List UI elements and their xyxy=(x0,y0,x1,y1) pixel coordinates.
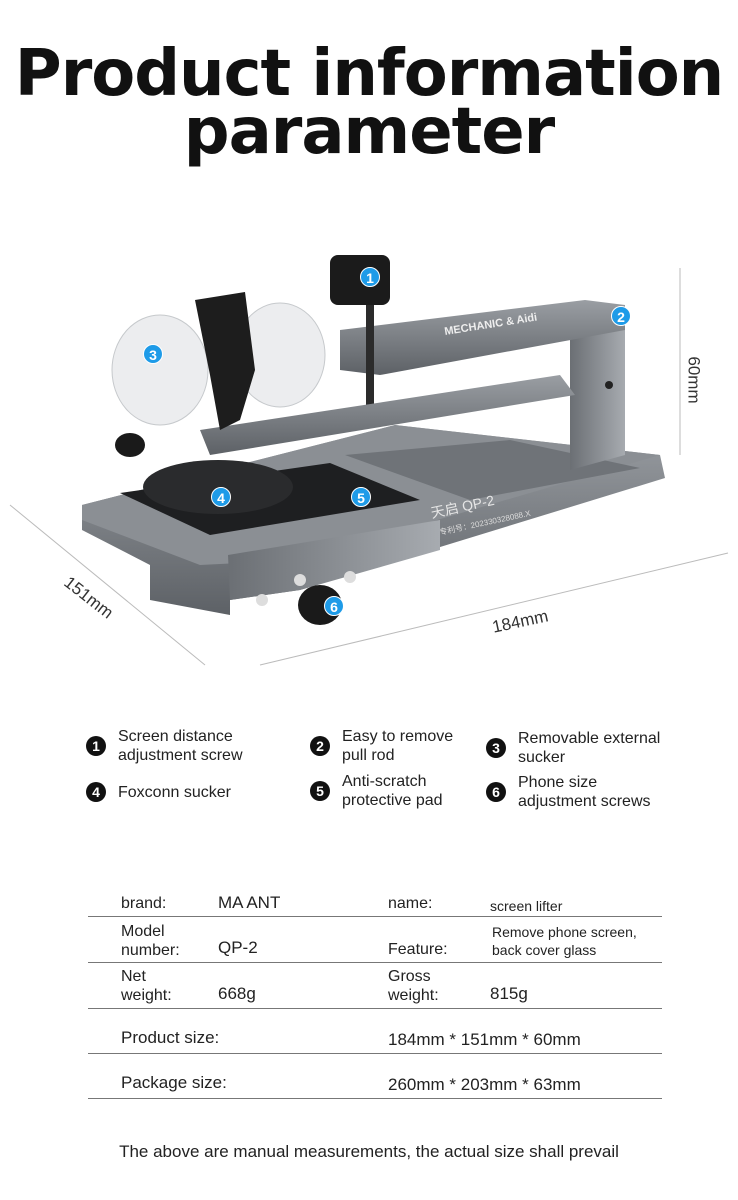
package-size-label: Package size: xyxy=(121,1073,227,1092)
callout-badge-4: 4 xyxy=(211,487,231,507)
callout-badge-1: 1 xyxy=(360,267,380,287)
legend-item-6: 6 Phone size adjustment screws xyxy=(486,773,651,811)
number-1-icon: 1 xyxy=(86,736,106,756)
pull-rod xyxy=(200,375,575,455)
column xyxy=(570,305,625,470)
legend-item-2: 2 Easy to remove pull rod xyxy=(310,727,453,765)
product-size-label: Product size: xyxy=(121,1028,220,1047)
feature-value: Remove phone screen, back cover glass xyxy=(492,924,637,958)
net-weight-value: 668g xyxy=(218,984,256,1003)
number-6-icon: 6 xyxy=(486,782,506,802)
divider xyxy=(88,1053,662,1054)
model-label: Model number: xyxy=(121,923,180,959)
legend-label: Anti-scratch protective pad xyxy=(342,773,443,809)
feature-label: Feature: xyxy=(388,941,448,958)
legend-item-3: 3 Removable external sucker xyxy=(486,729,660,767)
legend-label: Removable external sucker xyxy=(518,730,661,766)
legend-label: Foxconn sucker xyxy=(118,783,231,801)
legend-item-5: 5 Anti-scratch protective pad xyxy=(310,772,443,810)
brand-value: MA ANT xyxy=(218,893,281,912)
number-4-icon: 4 xyxy=(86,782,106,802)
top-arm xyxy=(340,300,625,375)
callout-badge-3: 3 xyxy=(143,344,163,364)
handle xyxy=(195,292,255,430)
brand-label: brand: xyxy=(121,895,167,912)
product-illustration: 天启 QP-2 专利号：202330328088.X MECHANIC & Ai… xyxy=(9,255,729,666)
package-size-value: 260mm * 203mm * 63mm xyxy=(388,1075,581,1094)
number-3-icon: 3 xyxy=(486,738,506,758)
divider xyxy=(88,1098,662,1099)
name-value: screen lifter xyxy=(490,898,563,914)
callout-badge-6: 6 xyxy=(324,596,344,616)
legend-label: Easy to remove pull rod xyxy=(342,728,454,764)
callout-badge-2: 2 xyxy=(611,306,631,326)
divider xyxy=(88,1008,662,1009)
front-clamp xyxy=(228,520,440,600)
number-5-icon: 5 xyxy=(310,781,330,801)
divider xyxy=(88,916,662,917)
dimension-lines xyxy=(9,268,729,666)
number-2-icon: 2 xyxy=(310,736,330,756)
page-title-line-2: parameter xyxy=(183,95,555,169)
name-label: name: xyxy=(388,895,433,912)
model-value: QP-2 xyxy=(218,938,258,957)
legend-label: Phone size adjustment screws xyxy=(518,774,651,810)
legend-item-4: 4 Foxconn sucker xyxy=(86,782,231,802)
net-weight-label: Net weight: xyxy=(121,968,172,1004)
page-title-line-1: Product information xyxy=(14,37,724,111)
height-dimension: 60mm xyxy=(684,356,704,404)
legend-item-1: 1 Screen distance adjustment screw xyxy=(86,727,243,765)
product-size-value: 184mm * 151mm * 60mm xyxy=(388,1030,581,1049)
external-sucker-left xyxy=(111,314,209,426)
gross-weight-label: Gross weight: xyxy=(388,968,439,1004)
legend-label: Screen distance adjustment screw xyxy=(118,728,243,764)
gross-weight-value: 815g xyxy=(490,984,528,1003)
callout-badge-5: 5 xyxy=(351,487,371,507)
footer-note: The above are manual measurements, the a… xyxy=(119,1142,619,1161)
divider xyxy=(88,962,662,963)
